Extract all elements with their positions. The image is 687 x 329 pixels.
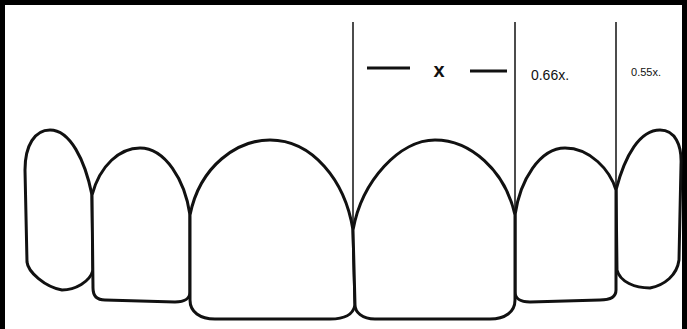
proportion-label: 0.66x. (531, 68, 569, 82)
frame-right (682, 0, 687, 329)
midline (352, 22, 354, 230)
proportion-label: 0.55x. (631, 67, 661, 78)
canine-right (616, 130, 681, 288)
lateral-right (515, 148, 616, 302)
central-left (190, 140, 355, 319)
central-right (353, 140, 515, 319)
width-variable: x (433, 60, 444, 80)
frame-left (0, 0, 5, 329)
guide-lines (353, 22, 616, 230)
dash-right (470, 70, 507, 73)
lateral-left (92, 148, 190, 302)
central-lateral-line (514, 22, 516, 215)
dash-left (367, 67, 410, 70)
canine-left (25, 130, 93, 290)
lateral-canine-line (615, 22, 617, 190)
frame-top (0, 0, 687, 5)
